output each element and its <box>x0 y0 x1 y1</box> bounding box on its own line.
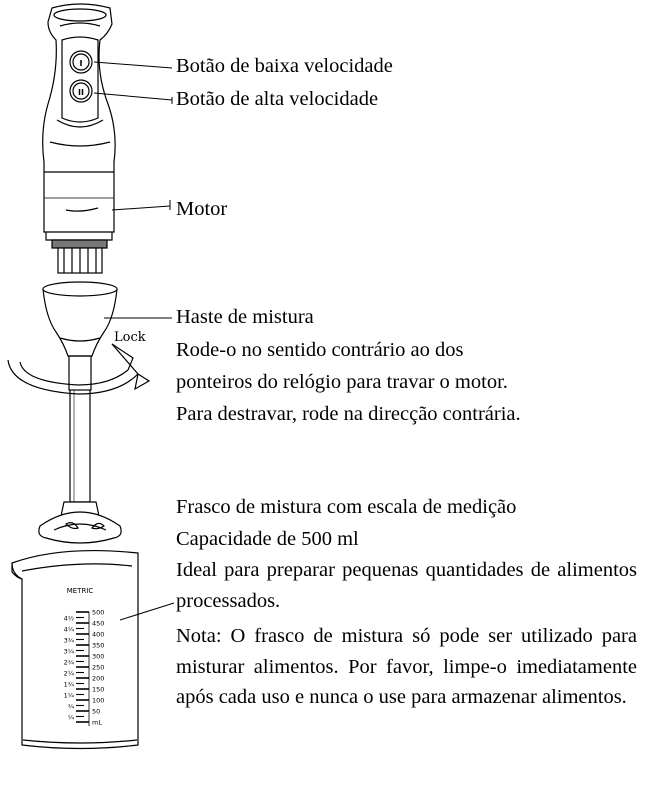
beaker-ml-mark: 200 <box>92 675 104 683</box>
leader-lines <box>93 61 175 621</box>
beaker-cup-mark: 2¼ <box>64 670 75 678</box>
low-speed-symbol: I <box>80 59 83 68</box>
beaker-cup-mark: 1¼ <box>64 692 75 700</box>
beaker-note: Nota: O frasco de mistura só pode ser ut… <box>176 625 637 708</box>
beaker-cup-mark: 4½ <box>64 615 74 623</box>
beaker-metric-heading: METRIC <box>67 587 94 595</box>
motor-handle <box>42 3 116 274</box>
beaker-graduation-ticks <box>76 611 89 723</box>
shaft-title: Haste de mistura <box>176 306 314 328</box>
beaker-ml-mark: 350 <box>92 642 104 650</box>
beaker-ml-mark: 100 <box>92 697 104 705</box>
beaker-cup-mark: 3¾ <box>64 637 75 645</box>
beaker-cup-mark: 2¾ <box>64 659 75 667</box>
measuring-beaker <box>11 549 139 750</box>
beaker-ml-mark: 50 <box>92 708 100 716</box>
beaker-ml-scale: 500 450 400 350 300 250 200 150 100 50 mL <box>92 609 104 727</box>
shaft-instruction-line-1: Rode-o no sentido contrário ao dos <box>176 339 464 361</box>
beaker-ml-mark: 450 <box>92 620 104 628</box>
lock-arrow-label: Lock <box>114 330 146 345</box>
beaker-ml-mark: 300 <box>92 653 104 661</box>
lock-rotation-arrow-icon <box>7 343 151 395</box>
beaker-ideal-use: Ideal para preparar pequenas quantidades… <box>176 559 637 612</box>
shaft-instruction-line-3: Para destravar, rode na direcção contrár… <box>176 403 521 425</box>
blending-shaft <box>38 281 122 544</box>
shaft-instruction-line-2: ponteiros do relógio para travar o motor… <box>176 371 508 393</box>
beaker-capacity: Capacidade de 500 ml <box>176 528 359 550</box>
beaker-ml-mark: mL <box>92 719 102 727</box>
beaker-cup-scale: 4½ 4¼ 3¾ 3¼ 2¾ 2¼ 1¾ 1¼ ¾ ¼ <box>64 615 75 722</box>
beaker-ml-mark: 250 <box>92 664 104 672</box>
high-speed-button-icon <box>69 79 93 103</box>
beaker-cup-mark: ¾ <box>68 703 75 711</box>
beaker-title: Frasco de mistura com escala de medição <box>176 496 517 518</box>
beaker-cup-mark: ¼ <box>68 714 75 722</box>
beaker-ml-mark: 500 <box>92 609 104 617</box>
high-speed-button-label: Botão de alta velocidade <box>176 88 379 110</box>
high-speed-symbol: II <box>78 88 84 97</box>
low-speed-button-label: Botão de baixa velocidade <box>176 55 393 77</box>
motor-label: Motor <box>176 198 228 220</box>
beaker-ml-mark: 400 <box>92 631 104 639</box>
beaker-cup-mark: 4¼ <box>64 626 75 634</box>
beaker-cup-mark: 1¾ <box>64 681 75 689</box>
beaker-cup-mark: 3¼ <box>64 648 75 656</box>
beaker-ml-mark: 150 <box>92 686 104 694</box>
low-speed-button-icon <box>69 50 93 74</box>
